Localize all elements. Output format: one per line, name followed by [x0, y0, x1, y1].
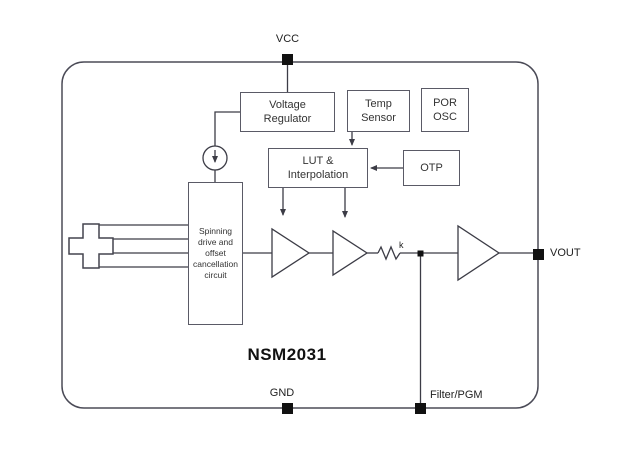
lut-interpolation-block: LUT & Interpolation — [268, 148, 368, 188]
regulator-to-current-source-wire — [214, 111, 240, 146]
resistor-label: k — [399, 240, 404, 250]
otp-block: OTP — [403, 150, 460, 186]
junction-dot — [417, 250, 424, 257]
gnd-pin — [282, 403, 293, 414]
pin-label-vout: VOUT — [550, 247, 581, 259]
wires — [99, 65, 533, 403]
voltage-regulator-block: Voltage Regulator — [240, 92, 335, 132]
amplifier1-icon — [271, 227, 311, 279]
por-osc-block: POR OSC — [421, 88, 469, 132]
vout-pin — [533, 249, 544, 260]
part-number: NSM2031 — [247, 345, 327, 364]
pin-label-vcc: VCC — [275, 33, 300, 45]
current-source-icon — [202, 145, 228, 171]
pin-label-gnd: GND — [269, 387, 295, 399]
temp-sensor-block: Temp Sensor — [347, 90, 410, 132]
amplifier2-icon — [332, 229, 369, 277]
pin-label-filter-pgm: Filter/PGM — [430, 389, 483, 401]
output-buffer-icon — [457, 224, 501, 282]
filter-pgm-pin — [415, 403, 426, 414]
chip-outline — [61, 61, 539, 409]
vcc-pin — [282, 54, 293, 65]
hall-element-icon — [68, 223, 114, 269]
spinning-circuit-block: Spinning drive and offset cancellation c… — [188, 182, 243, 325]
resistor-icon — [377, 245, 401, 261]
